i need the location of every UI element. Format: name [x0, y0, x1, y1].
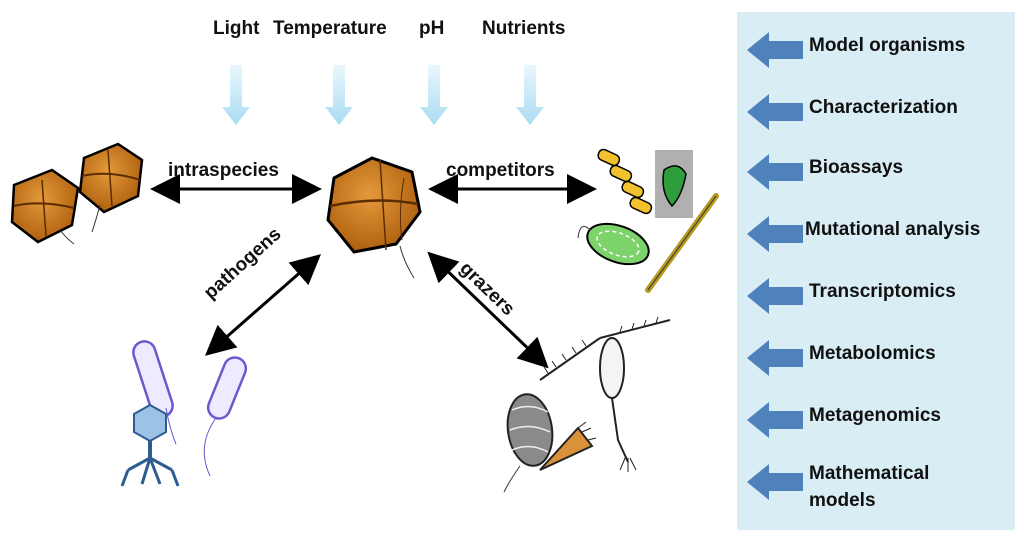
method-label: Characterization: [809, 97, 958, 118]
method-arrow-icon: [747, 154, 803, 190]
diatom-chain: [597, 148, 653, 215]
green-cell: [586, 222, 650, 266]
grazers-arrow: [427, 251, 549, 369]
intraspecies-label: intraspecies: [168, 160, 279, 181]
method-label: Mutational analysis: [805, 219, 981, 240]
method-arrow-icon: [747, 94, 803, 130]
factor-temperature-label: Temperature: [273, 18, 387, 39]
method-arrow-icon: [747, 402, 803, 438]
method-label: Metagenomics: [809, 405, 941, 426]
spiny-ciliate: [503, 393, 554, 493]
method-bioassays: Bioassays: [737, 144, 1015, 200]
method-metabolomics: Metabolomics: [737, 330, 1015, 386]
factor-arrows: [222, 65, 544, 125]
method-transcriptomics: Transcriptomics: [737, 268, 1015, 324]
methods-panel: Model organisms Characterization Bioassa…: [737, 12, 1015, 530]
light-down-arrow: [222, 65, 250, 125]
bacterium-right: [206, 356, 248, 420]
phage: [120, 403, 180, 487]
copepod: [539, 316, 671, 472]
interaction-arrows: [150, 174, 597, 369]
method-metagenomics: Metagenomics: [737, 392, 1015, 448]
method-arrow-icon: [747, 464, 803, 500]
intraspecies-dinoflagellates: [10, 142, 144, 245]
method-mathematical-models: Mathematical models: [737, 454, 1015, 526]
method-label: Transcriptomics: [809, 281, 956, 302]
method-arrow-icon: [747, 340, 803, 376]
method-arrow-icon: [747, 32, 803, 68]
nutrients-down-arrow: [516, 65, 544, 125]
method-label: Mathematical models: [809, 463, 930, 511]
green-flagellate: [662, 165, 687, 208]
pathogen-organisms: [120, 340, 248, 487]
method-arrow-icon: [747, 216, 803, 252]
factor-light-label: Light: [213, 18, 260, 39]
grazer-organisms: [503, 316, 671, 493]
method-characterization: Characterization: [737, 84, 1015, 140]
ph-down-arrow: [420, 65, 448, 125]
method-label: Bioassays: [809, 157, 904, 178]
competitor-algae: [577, 148, 719, 293]
method-label: Metabolomics: [809, 343, 936, 364]
method-mutational-analysis: Mutational analysis: [737, 206, 1015, 262]
factor-nutrients-label: Nutrients: [482, 18, 566, 39]
temperature-down-arrow: [325, 65, 353, 125]
central-dinoflagellate: [326, 156, 422, 279]
pathogens-arrow: [204, 254, 322, 356]
tintinnid-ciliate: [539, 421, 597, 471]
factor-ph-label: pH: [419, 18, 445, 39]
competitors-label: competitors: [446, 160, 555, 181]
method-arrow-icon: [747, 278, 803, 314]
method-label: Model organisms: [809, 35, 966, 56]
method-model-organisms: Model organisms: [737, 22, 1015, 78]
